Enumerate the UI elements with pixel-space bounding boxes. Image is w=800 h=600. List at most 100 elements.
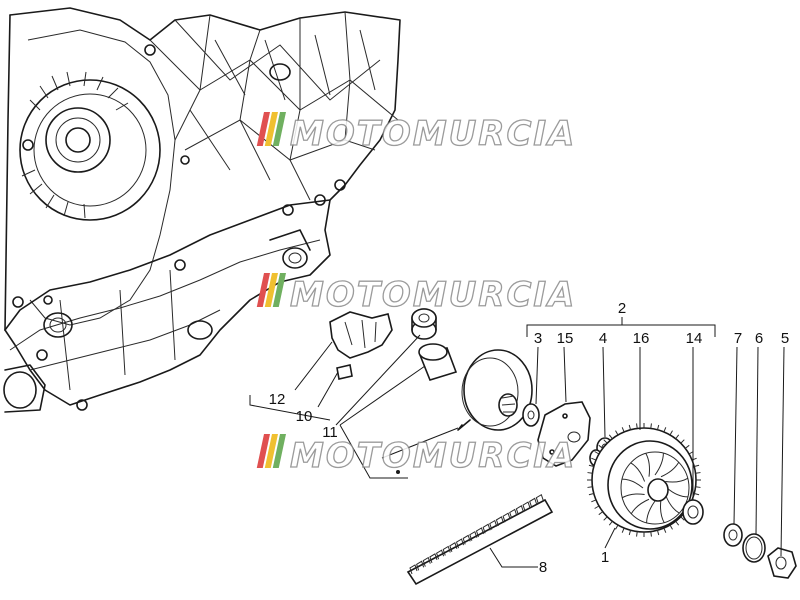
belt-tooth	[442, 545, 451, 556]
part-7-washer	[723, 523, 743, 547]
gear-tooth	[636, 531, 638, 537]
fan-blade	[622, 493, 645, 499]
label-4: 4	[599, 330, 607, 347]
gear-tooth	[628, 424, 632, 430]
gear-tooth	[669, 524, 673, 530]
gear-tooth	[621, 427, 625, 433]
part-10-slider	[336, 364, 353, 380]
gear-tooth	[603, 516, 608, 521]
gear-tooth	[656, 424, 660, 430]
gear-tooth	[663, 527, 667, 533]
gear-tooth	[628, 530, 632, 536]
fan-blade	[630, 462, 646, 482]
belt-tooth	[435, 549, 445, 560]
gear-tooth	[615, 524, 619, 530]
gear-tooth	[591, 499, 597, 503]
label-2: 2	[618, 300, 626, 317]
gear-tooth	[598, 511, 604, 516]
belt-tooth	[509, 508, 518, 519]
part-5-nut	[767, 547, 797, 579]
part-8-drive-belt	[406, 493, 554, 586]
gear-tooth	[636, 423, 638, 429]
gear-tooth	[650, 423, 652, 429]
belt-tooth	[535, 493, 544, 504]
label-5: 5	[781, 330, 789, 347]
belt-tooth	[469, 530, 478, 541]
gear-tooth	[694, 492, 700, 496]
watermark-bottom: MOTOMURCIA	[256, 434, 576, 477]
gear-tooth	[603, 439, 608, 444]
gear-tooth	[588, 464, 594, 468]
gear-tooth	[694, 464, 700, 468]
gear-tooth	[621, 527, 625, 533]
part-11-bushing	[411, 308, 458, 381]
watermark-middle: MOTOMURCIA	[256, 273, 576, 316]
part-12-ramp-plate	[329, 311, 393, 359]
gear-tooth	[608, 520, 613, 526]
gear-tooth	[594, 451, 600, 455]
fan-blade	[646, 500, 656, 523]
crankcase-cover	[3, 7, 401, 413]
label-7: 7	[734, 330, 742, 347]
callout-numbers: 2 3 15 4 16 14 7 6 5 1 8 12 10 11	[269, 300, 790, 576]
watermark-stripes-icon	[256, 112, 286, 146]
belt-tooth	[529, 497, 538, 508]
belt-tooth	[515, 505, 524, 515]
watermark-text: MOTOMURCIA	[290, 436, 576, 476]
fan-blade	[660, 499, 665, 523]
gear-tooth	[587, 472, 593, 474]
watermark-text: MOTOMURCIA	[290, 275, 576, 315]
label-16: 16	[633, 330, 650, 347]
label-15: 15	[557, 330, 574, 347]
label-14: 14	[686, 330, 703, 347]
belt-tooth	[449, 542, 458, 552]
label-6: 6	[755, 330, 763, 347]
gear-tooth	[608, 434, 613, 440]
fan-blade	[660, 461, 680, 478]
label-8: 8	[539, 559, 547, 576]
gear-tooth	[695, 472, 701, 474]
gear-tooth	[680, 439, 685, 444]
gear-tooth	[594, 505, 600, 509]
belt-tooth	[495, 516, 504, 527]
gear-tooth	[680, 516, 685, 521]
watermark-stripes-icon	[256, 434, 286, 468]
gear-tooth	[656, 530, 660, 536]
part-14-spacer	[682, 499, 704, 525]
gear-tooth	[615, 430, 619, 436]
label-3: 3	[534, 330, 542, 347]
fan-blade	[654, 453, 664, 476]
fan-blade	[630, 498, 650, 515]
leader-lines	[249, 317, 785, 568]
gear-tooth	[591, 457, 597, 461]
label-10: 10	[296, 408, 313, 425]
gear-tooth	[669, 430, 673, 436]
belt-tooth	[422, 556, 431, 567]
belt-tooth	[429, 553, 438, 564]
part-16-variator-gear	[587, 423, 701, 537]
belt-tooth	[455, 538, 465, 549]
watermark-text: MOTOMURCIA	[290, 114, 576, 154]
part-15-plate	[537, 401, 591, 467]
label-12: 12	[269, 391, 286, 408]
fan-blade	[665, 477, 688, 483]
fan-blade	[645, 453, 650, 477]
gear-tooth	[675, 520, 680, 526]
belt-tooth	[475, 527, 484, 538]
label-1: 1	[601, 549, 609, 566]
gear-tooth	[587, 486, 593, 488]
gear-tooth	[588, 492, 594, 496]
belt-tooth	[409, 564, 418, 575]
gear-tooth	[650, 531, 652, 537]
watermark-stripes-icon	[256, 273, 286, 307]
belt-tooth	[522, 501, 531, 512]
gear-tooth	[695, 486, 701, 488]
part-6-oring	[742, 533, 766, 563]
belt-tooth	[502, 512, 511, 523]
gear-tooth	[663, 427, 667, 433]
belt-tooth	[416, 560, 425, 571]
belt-tooth	[462, 534, 471, 545]
part-3-washer	[522, 403, 540, 427]
